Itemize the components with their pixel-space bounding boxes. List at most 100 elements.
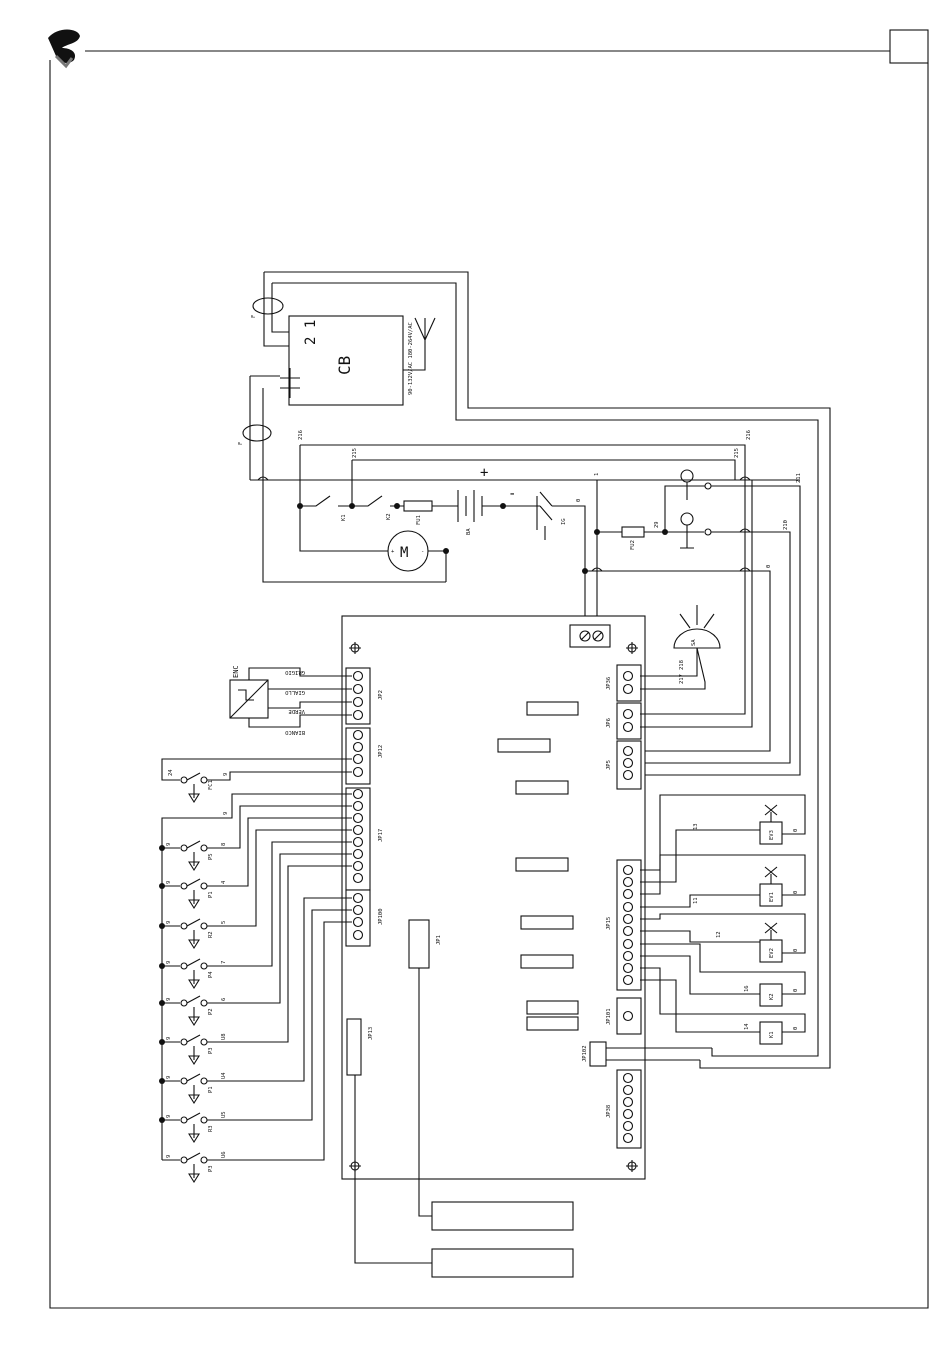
svg-text:JP5: JP5 [606,760,612,770]
svg-text:9: 9 [166,881,172,884]
svg-text:216: 216 [298,430,304,440]
svg-text:5: 5 [221,921,227,924]
svg-text:SA: SA [691,639,697,646]
svg-text:216: 216 [746,430,752,440]
switch-p5: P5 8 9 [159,805,352,872]
svg-text:8: 8 [221,843,227,846]
svg-text:0: 0 [793,829,799,832]
svg-text:F: F [238,442,244,445]
svg-text:JP100: JP100 [378,908,384,925]
mount-hole-icon [626,1160,638,1172]
svg-text:218: 218 [679,660,685,670]
valve-icon [764,922,778,940]
svg-text:P1: P1 [208,891,214,898]
svg-text:JP36: JP36 [606,677,612,690]
svg-text:FU1: FU1 [416,515,422,525]
svg-text:P2: P2 [208,1008,214,1015]
svg-text:9: 9 [166,961,172,964]
svg-text:BIANCO: BIANCO [285,729,305,735]
cb-voltage-label: 90-132V/AC 180-264V/AC [408,322,414,395]
main-board: JP1 JP13 [341,615,646,1278]
encoder: ENC GRIGIO GIALLO VERDE BIANCO [229,665,352,735]
svg-text:U8: U8 [221,1033,227,1040]
svg-text:JP2: JP2 [378,690,384,700]
svg-text:9: 9 [166,998,172,1001]
terminal-blocks-right: JP36 JP6 JP5 JP15 JP101 JP102 JP38 [582,664,712,1149]
svg-text:ENC: ENC [232,665,240,678]
fc1-switch: 24 9 FC1 [161,758,352,804]
svg-text:K2: K2 [769,993,775,1000]
svg-text:P5: P5 [208,853,214,860]
svg-text:JP17: JP17 [378,829,384,842]
battery-minus: - [508,486,516,502]
svg-text:+: + [391,549,395,555]
mount-hole-icon [626,642,638,654]
cb-label: CB [335,356,354,375]
switch-r2: R2 5 9 [159,829,352,950]
valve-ev1: EV1 11 0 [693,866,799,907]
top-wires: F F [238,271,831,1069]
left-switches: 9 P5 8 9 P1 4 9 R2 5 9 [159,793,352,1184]
battery-plus: + [480,465,488,481]
svg-text:EV2: EV2 [769,948,775,958]
svg-text:EV3: EV3 [769,830,775,840]
svg-text:P1: P1 [208,1086,214,1093]
svg-text:7: 7 [221,961,227,964]
svg-text:9: 9 [166,843,172,846]
svg-text:JP1: JP1 [436,935,442,945]
svg-text:4: 4 [221,880,227,884]
terminal-blocks-left: JP2 JP12 JP17 JP100 [345,667,384,947]
svg-text:K1: K1 [769,1031,775,1038]
svg-text:IG: IG [561,518,567,525]
svg-text:29: 29 [654,521,660,528]
svg-text:0: 0 [793,989,799,992]
svg-text:K2: K2 [386,513,392,520]
valve-icon [764,866,778,884]
jp100-terminals [352,892,364,941]
svg-text:FC1: FC1 [208,780,214,790]
svg-text:215: 215 [352,448,358,458]
svg-text:0: 0 [766,565,772,568]
svg-text:JP6: JP6 [606,718,612,728]
svg-text:JP13: JP13 [368,1027,374,1040]
cb-box: CB 2 1 90-132V/AC 180-264V/AC [280,315,436,406]
svg-text:EV1: EV1 [769,892,775,902]
svg-text:9: 9 [166,1037,172,1040]
svg-text:M: M [400,545,408,561]
jp2-terminals [352,670,364,721]
siren: SA 218 217 [640,480,753,728]
wire-crossings [257,476,751,572]
svg-text:JP38: JP38 [606,1105,612,1118]
svg-text:12: 12 [716,931,722,938]
switch-p4: P4 7 9 [159,841,352,990]
valve-ev3: EV3 13 0 [693,804,799,845]
svg-text:P3: P3 [208,1047,214,1054]
svg-text:13: 13 [693,823,699,830]
svg-text:9: 9 [166,921,172,924]
relay-k2: K2 16 0 [744,983,799,1007]
svg-text:0: 0 [793,1027,799,1030]
switch-p1: P1 4 9 [159,817,352,910]
svg-text:0: 0 [576,499,582,502]
svg-text:U6: U6 [221,1151,227,1158]
svg-text:211: 211 [796,473,802,483]
switch-p2: P2 6 9 [159,853,352,1027]
svg-text:R3: R3 [208,1125,214,1132]
switch-p3: P3 U8 9 [159,865,352,1066]
svg-text:BA: BA [466,528,472,535]
svg-text:1: 1 [594,473,600,476]
mount-hole-icon [349,642,361,654]
svg-text:24: 24 [168,769,174,776]
svg-text:U5: U5 [221,1111,227,1118]
actuators: EV3 13 0 EV1 11 0 EV2 12 0 K2 16 0 [640,794,806,1045]
svg-text:9: 9 [223,812,229,815]
svg-text:GRIGIO: GRIGIO [285,669,305,675]
siren-icon [673,628,721,649]
svg-text:0: 0 [793,949,799,952]
svg-text:16: 16 [744,985,750,992]
svg-text:-: - [421,549,424,555]
svg-text:11: 11 [693,897,699,904]
switch-r3: R3 U5 9 [159,909,352,1144]
svg-text:6: 6 [221,998,227,1001]
